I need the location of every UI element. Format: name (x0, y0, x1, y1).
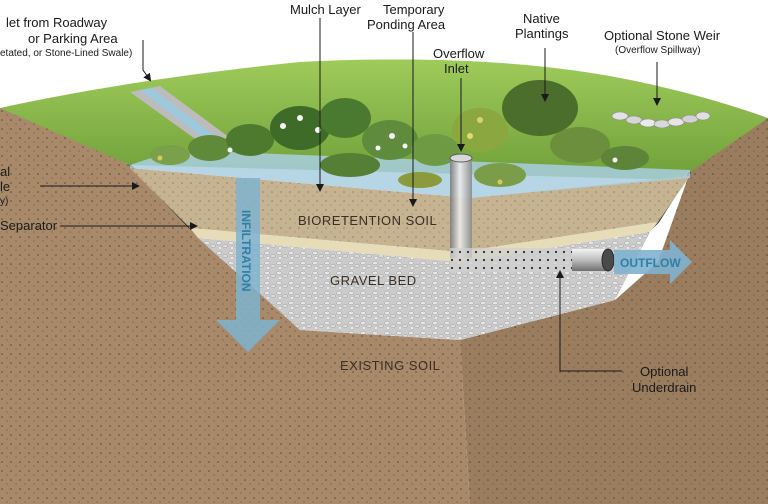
overflow-inlet-pipe (449, 153, 473, 258)
underdrain-label-line2: Underdrain (632, 380, 696, 395)
underdrain-label-line1: Optional (640, 364, 689, 379)
underdrain-pipe (450, 248, 615, 272)
slope-label-line3: y) (0, 196, 8, 207)
separator-band (190, 222, 658, 262)
mulch-layer-label: Mulch Layer (290, 2, 361, 17)
stone-weir-label-line1: Optional Stone Weir (604, 28, 721, 43)
bioretention-soil-label: BIORETENTION SOIL (298, 213, 437, 228)
native-plantings (150, 80, 649, 188)
infiltration-arrow (216, 178, 280, 352)
outflow-label: OUTFLOW (620, 256, 681, 270)
slope-label-line1: al (0, 164, 10, 179)
outflow-arrow (614, 240, 692, 284)
inlet-label-line1: let from Roadway (6, 15, 108, 30)
ponding-label-line1: Temporary (383, 2, 445, 17)
infiltration-label: INFILTRATION (239, 210, 253, 292)
slope-label-line2: le (0, 179, 10, 194)
gravel-bed-label: GRAVEL BED (330, 273, 417, 288)
native-plantings-label-line2: Plantings (515, 26, 569, 41)
stone-weir (611, 111, 711, 129)
existing-soil-label: EXISTING SOIL (340, 358, 440, 373)
overflow-inlet-label-line2: Inlet (444, 61, 469, 76)
overflow-inlet-label-line1: Overflow (433, 46, 485, 61)
inlet-label-line3: etated, or Stone-Lined Swale) (0, 48, 132, 59)
inlet-label-line2: or Parking Area (28, 31, 118, 46)
separator-label: Separator (0, 218, 58, 233)
stone-weir-label-line2: (Overflow Spillway) (615, 45, 701, 56)
ponding-label-line2: Ponding Area (367, 17, 446, 32)
native-plantings-label-line1: Native (523, 11, 560, 26)
